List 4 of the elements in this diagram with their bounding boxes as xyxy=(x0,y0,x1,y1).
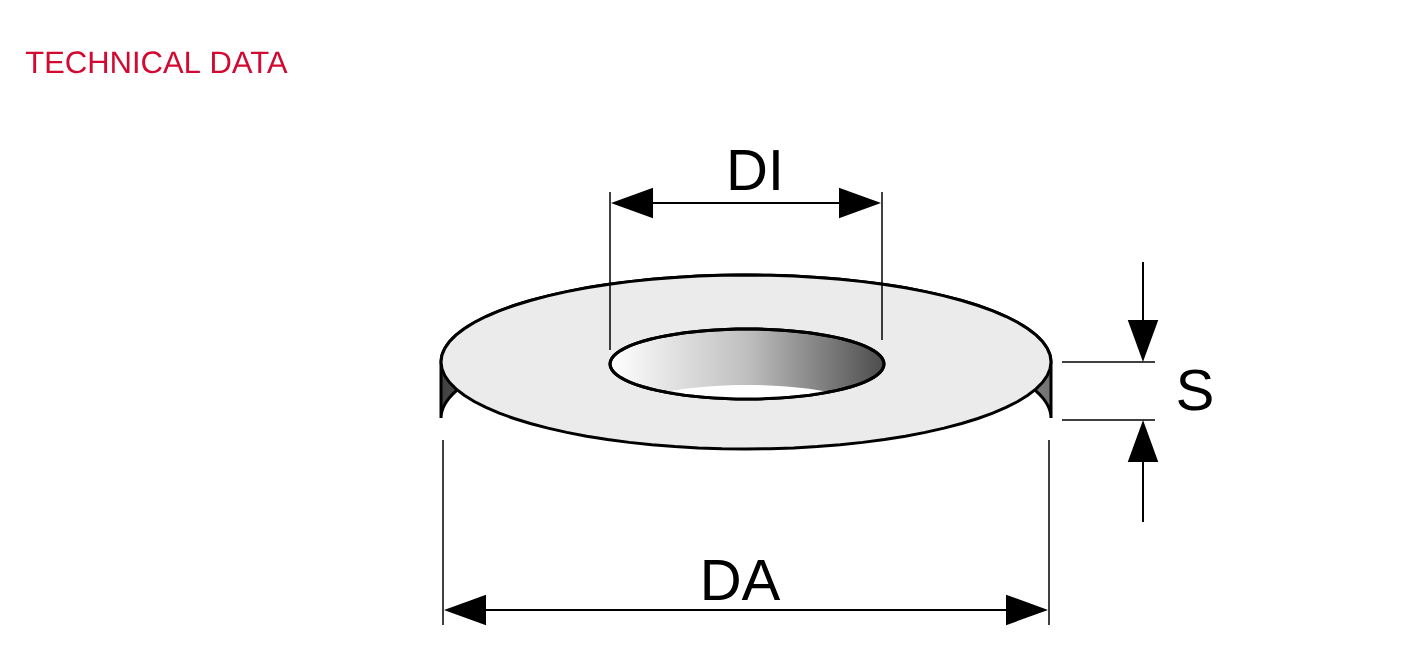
dimension-label: DI xyxy=(730,150,779,190)
dimension-label: S xyxy=(1178,369,1212,411)
title: TECHNICAL DATA xyxy=(25,51,288,74)
dimension-label: DA xyxy=(704,560,781,600)
